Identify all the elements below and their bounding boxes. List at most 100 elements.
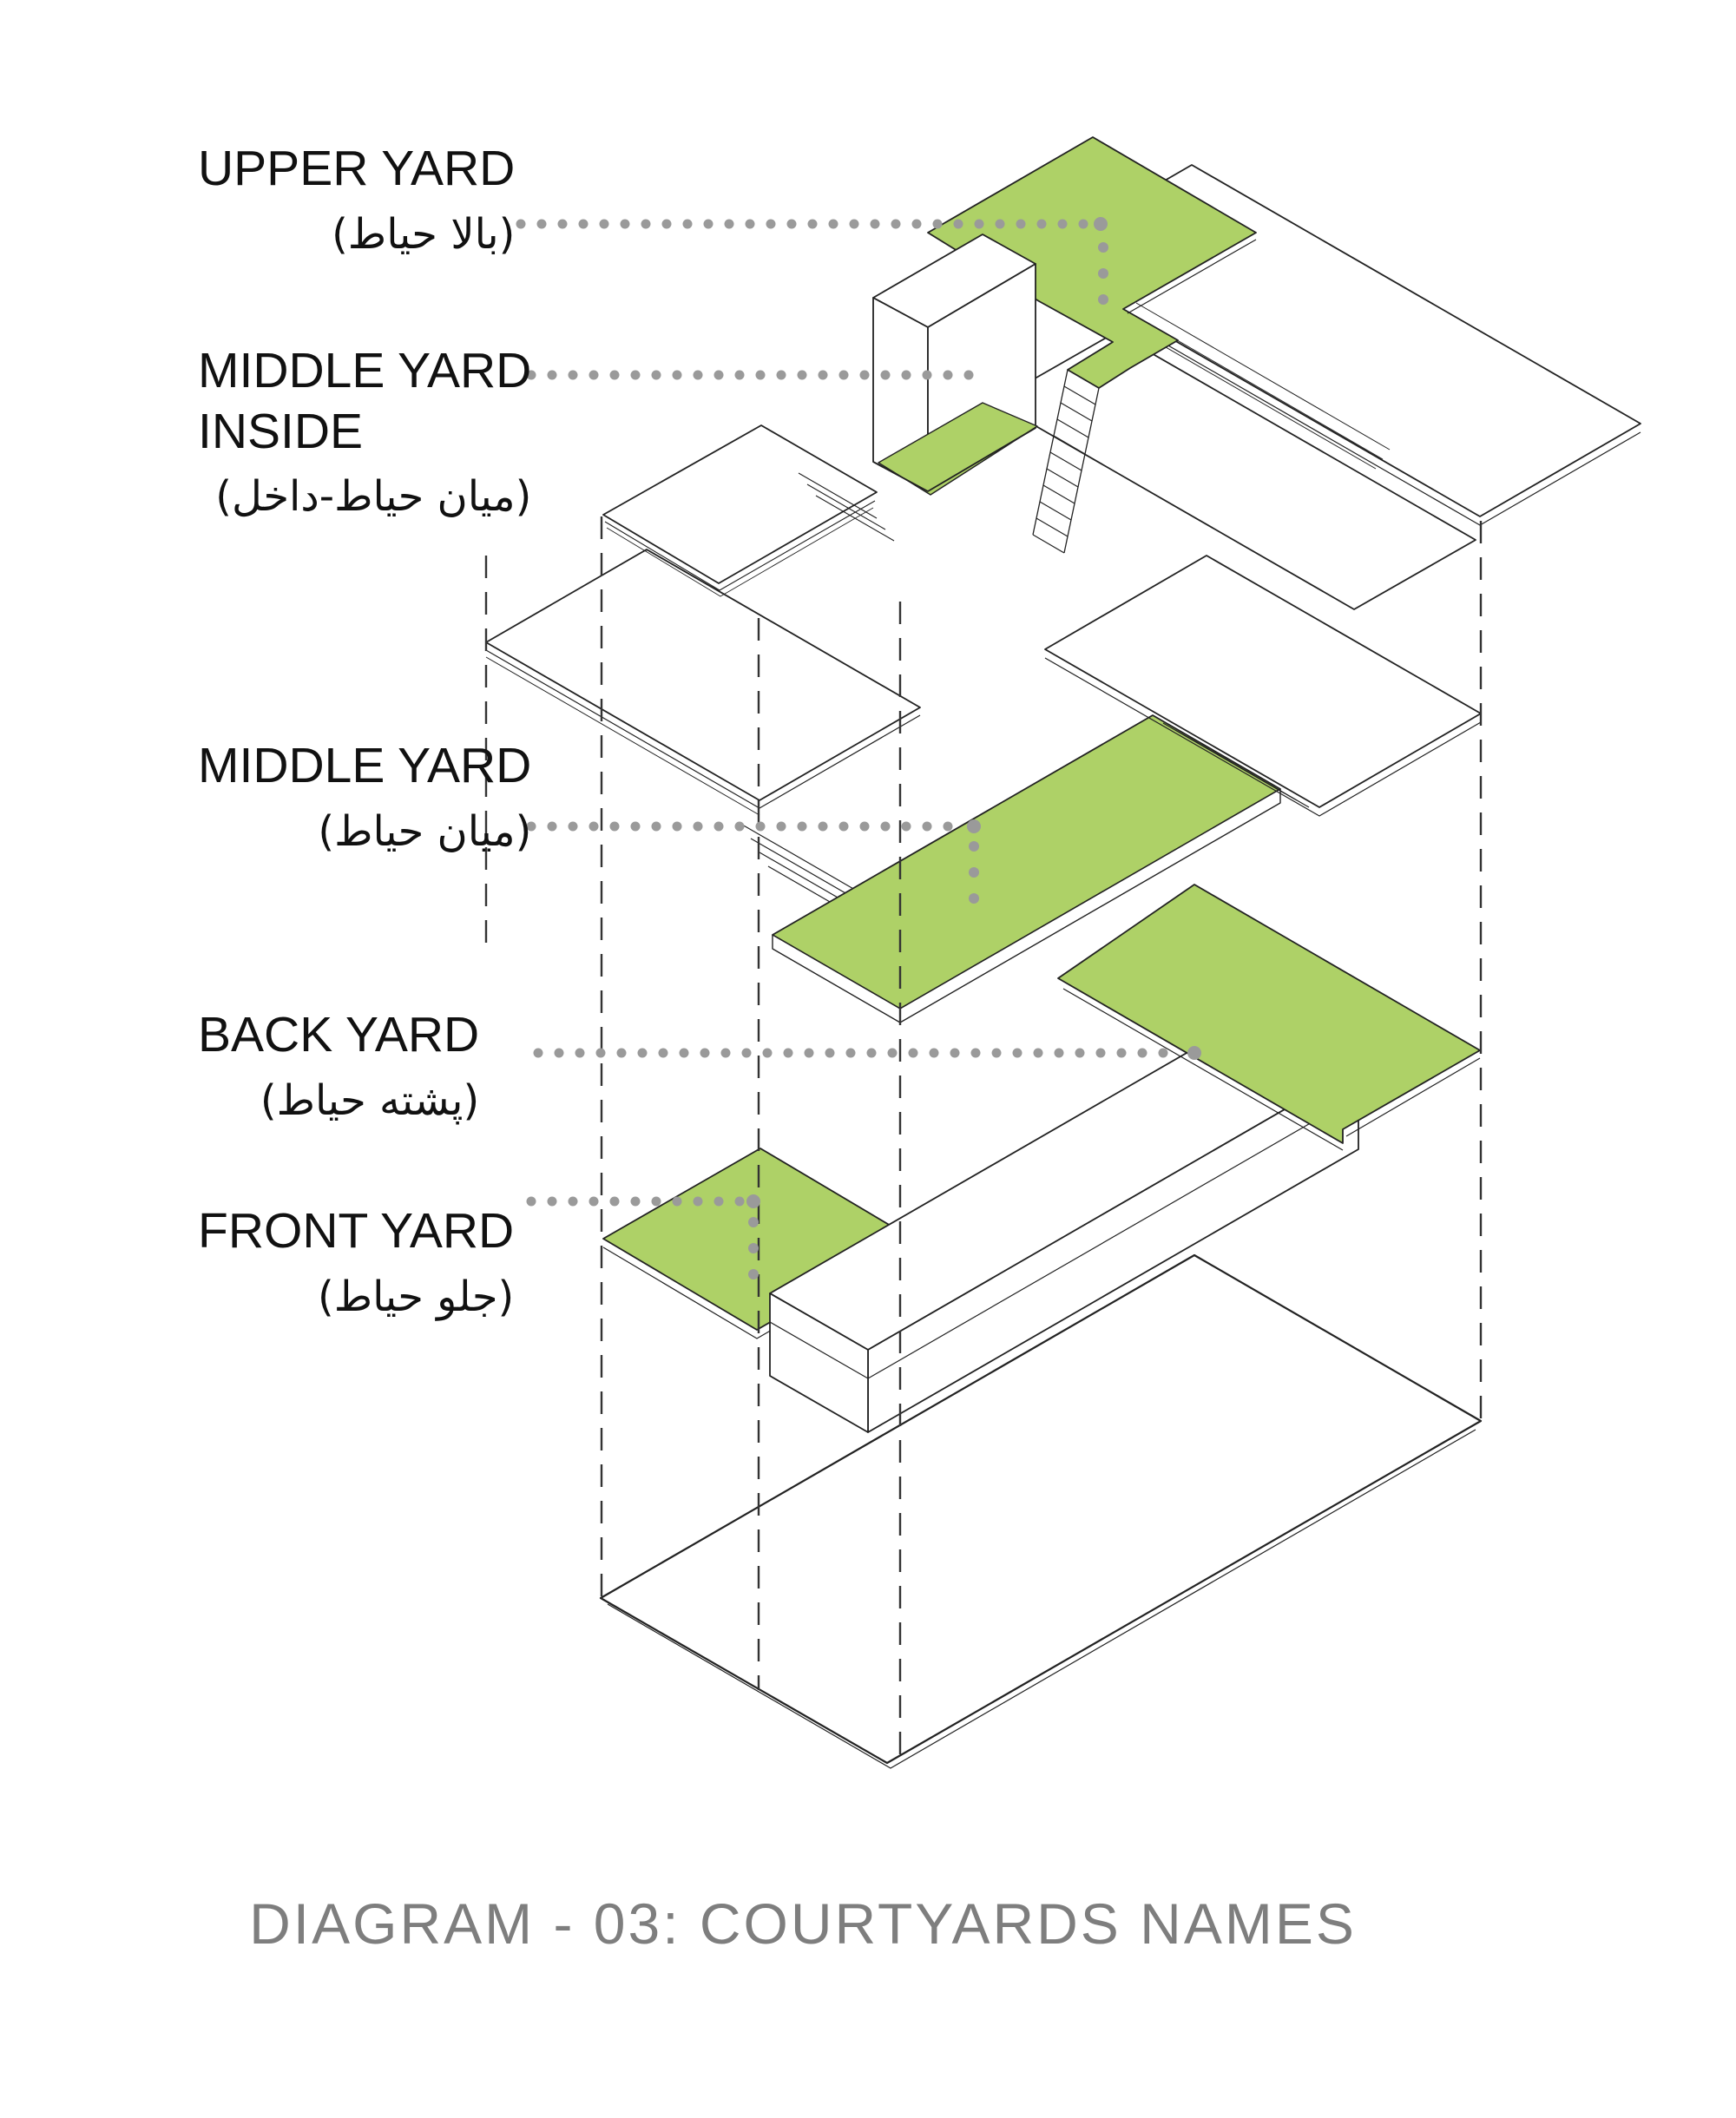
back-yard-surface — [1057, 884, 1481, 1144]
leader-middle-yard-inside-dot — [568, 370, 578, 380]
leader-front-yard-vdot — [748, 1269, 759, 1279]
upper-left-plate — [602, 424, 878, 584]
leader-middle-yard-dot — [693, 821, 703, 832]
leader-upper-yard-dot — [995, 219, 1005, 229]
leader-back-yard-dot — [783, 1048, 793, 1058]
leader-upper-yard-dot — [578, 219, 589, 229]
leader-middle-yard-inside-dot — [776, 370, 786, 380]
leader-middle-yard-dot — [568, 821, 578, 832]
leader-upper-yard-dot — [641, 219, 651, 229]
leader-front-yard-dot — [547, 1196, 557, 1207]
leader-back-yard-dot — [991, 1048, 1002, 1058]
upper-yard-slab-edge — [1127, 239, 1257, 314]
leader-back-yard-dot — [950, 1048, 960, 1058]
leader-middle-yard-dot — [922, 821, 932, 832]
leader-back-yard-dot — [595, 1048, 606, 1058]
main-slab-lamination-2 — [769, 1321, 869, 1379]
leader-middle-yard-dot — [672, 821, 682, 832]
middle-left-plate-edge-2 — [485, 656, 760, 816]
leader-back-yard-dot — [533, 1048, 543, 1058]
leader-middle-yard-dot — [589, 821, 599, 832]
leader-middle-yard-inside-dot — [651, 370, 661, 380]
leader-back-yard-dot — [970, 1048, 981, 1058]
stair-tread-2 — [1060, 402, 1093, 422]
leader-upper-yard-dot — [682, 219, 693, 229]
label-middle-yard: MIDDLE YARD (میان حیاط) — [198, 736, 531, 858]
leader-upper-yard-vdot — [1098, 268, 1108, 279]
leader-back-yard-dot — [825, 1048, 835, 1058]
leader-upper-yard-vdot — [1098, 242, 1108, 253]
leader-back-yard-dot — [679, 1048, 689, 1058]
middle-right-steps-3 — [1187, 736, 1310, 808]
leader-middle-yard-dot — [755, 821, 766, 832]
leader-middle-yard-vdot — [969, 867, 979, 878]
leader-middle-yard-inside-dot — [630, 370, 641, 380]
stair-tread-5 — [1049, 451, 1082, 471]
diagram-caption: DIAGRAM - 03: COURTYARDS NAMES — [249, 1891, 1357, 1956]
leader-upper-yard-dot — [911, 219, 922, 229]
leader-upper-yard-dot — [849, 219, 859, 229]
label-back-yard-en: BACK YARD — [198, 1007, 480, 1062]
leader-front-yard-dot — [630, 1196, 641, 1207]
leader-upper-yard-dot — [724, 219, 734, 229]
leader-middle-yard-inside-dot — [922, 370, 932, 380]
leader-middle-yard-inside-dot — [859, 370, 870, 380]
leader-middle-yard-dot — [609, 821, 620, 832]
leader-middle-yard-inside-dot — [901, 370, 911, 380]
label-upper-yard: UPPER YARD (بالا حیاط) — [198, 139, 515, 260]
stair-tread-3 — [1056, 418, 1089, 438]
middle-right-plate-edge — [1044, 657, 1482, 817]
leader-middle-yard-inside-dot — [797, 370, 807, 380]
leader-front-yard-end-dot — [746, 1194, 760, 1208]
leader-back-yard-dot — [1158, 1048, 1168, 1058]
label-middle-yard-fa: (میان حیاط) — [318, 806, 532, 856]
leader-middle-yard-dot — [797, 821, 807, 832]
leader-back-yard-dot — [845, 1048, 856, 1058]
stair-tread-1 — [1063, 385, 1096, 405]
label-middle-yard-inside: MIDDLE YARD INSIDE (میان حیاط-داخل) — [198, 341, 531, 523]
leader-front-yard-dot — [589, 1196, 599, 1207]
leader-middle-yard-dot — [630, 821, 641, 832]
label-upper-yard-en: UPPER YARD — [198, 141, 516, 196]
leader-front-yard-vdot — [748, 1217, 759, 1227]
leader-front-yard-dot — [651, 1196, 661, 1207]
leader-back-yard-dot — [1095, 1048, 1106, 1058]
leader-middle-yard-dot — [880, 821, 891, 832]
leader-back-yard-dot — [700, 1048, 710, 1058]
label-back-yard: BACK YARD (پشته حیاط) — [198, 1005, 479, 1127]
leader-upper-yard-dot — [766, 219, 776, 229]
leader-upper-yard-dot — [953, 219, 963, 229]
upper-left-steps-1 — [798, 472, 878, 519]
base-plate-thickness — [607, 1429, 1476, 1769]
leader-back-yard-dot — [1033, 1048, 1043, 1058]
upper-left-plate-edge-1 — [604, 500, 876, 591]
leader-back-yard-dot — [887, 1048, 898, 1058]
leader-middle-yard-dot — [651, 821, 661, 832]
back-yard-slab-edge-2 — [1062, 988, 1344, 1151]
leader-middle-yard-inside-dot — [609, 370, 620, 380]
leader-back-yard-dot — [720, 1048, 731, 1058]
leader-middle-yard-inside-dot — [755, 370, 766, 380]
leader-front-yard-dot — [693, 1196, 703, 1207]
leader-upper-yard-dot — [1057, 219, 1068, 229]
stair-tread-7 — [1042, 484, 1075, 504]
leader-back-yard-dot — [804, 1048, 814, 1058]
leader-middle-yard-inside-dot — [693, 370, 703, 380]
leader-back-yard-dot — [1116, 1048, 1127, 1058]
leader-middle-yard-dot — [776, 821, 786, 832]
leader-middle-yard-inside-dot — [672, 370, 682, 380]
leader-middle-yard-inside-dot — [943, 370, 953, 380]
leader-middle-yard-inside-dot — [880, 370, 891, 380]
upper-left-steps-2 — [806, 483, 886, 530]
middle-left-plate — [485, 549, 921, 801]
leader-back-yard-dot — [908, 1048, 918, 1058]
leader-front-yard-dot — [713, 1196, 724, 1207]
stair-tread-6 — [1046, 468, 1079, 488]
leader-middle-yard-dot — [547, 821, 557, 832]
leader-back-yard-dot — [554, 1048, 564, 1058]
leader-middle-yard-inside-dot — [734, 370, 745, 380]
leader-upper-yard-dot — [620, 219, 630, 229]
leader-middle-yard-inside-dot — [526, 370, 536, 380]
leader-upper-yard-dot — [786, 219, 797, 229]
leader-upper-yard-vdot — [1098, 294, 1108, 305]
